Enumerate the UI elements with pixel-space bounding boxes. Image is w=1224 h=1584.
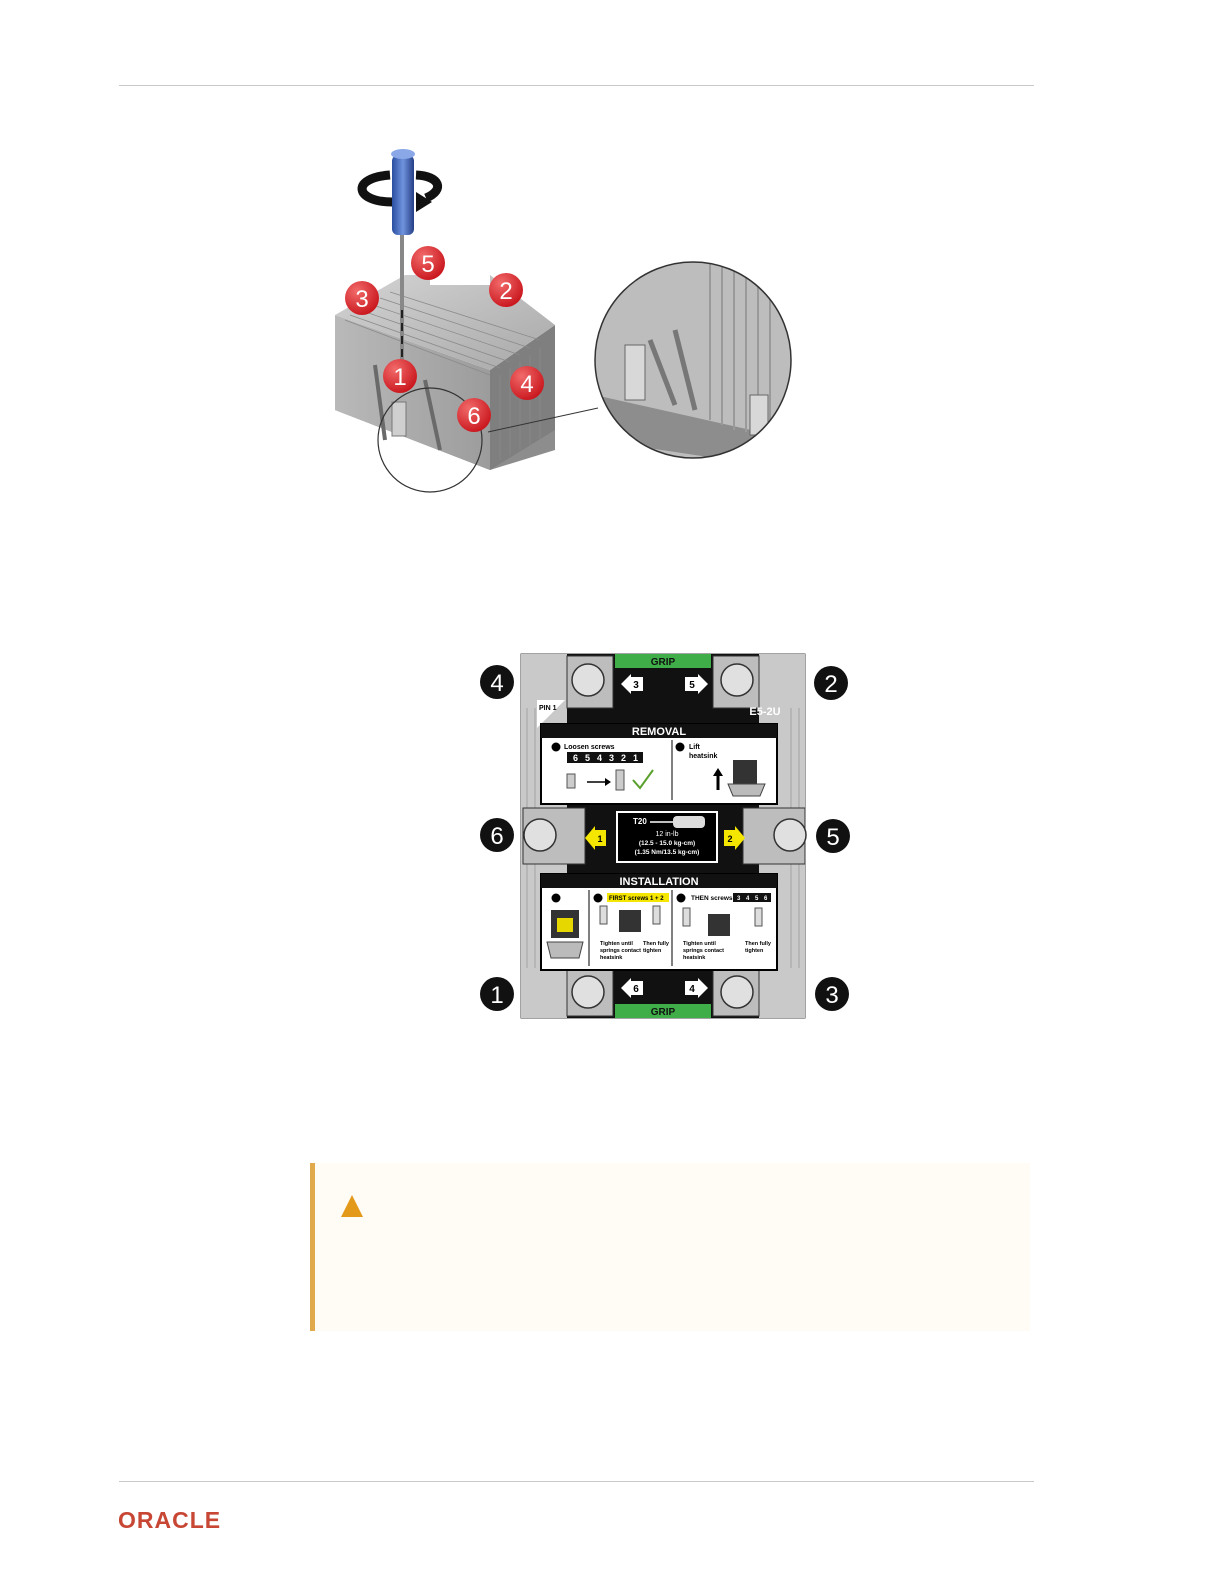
rotate-arrow-icon: [357, 170, 393, 207]
callout-5: 5: [816, 819, 850, 853]
svg-text:3: 3: [355, 286, 368, 313]
svg-text:4: 4: [520, 371, 533, 398]
callout-5: 5: [411, 246, 445, 280]
arrow-3: 3: [621, 674, 643, 694]
svg-text:E5-2U: E5-2U: [749, 706, 780, 718]
svg-text:2: 2: [499, 278, 512, 305]
svg-text:4: 4: [746, 896, 750, 902]
callout-4: 4: [510, 366, 544, 400]
svg-text:4: 4: [597, 753, 602, 763]
svg-text:tighten: tighten: [745, 948, 764, 954]
svg-text:PIN 1: PIN 1: [539, 705, 557, 712]
svg-text:3: 3: [825, 982, 838, 1009]
heatsink-screwdriver-illustration: 1 2 3 4 5 6: [335, 149, 792, 493]
zoom-source-circle: [377, 387, 483, 493]
svg-text:5: 5: [421, 251, 434, 278]
svg-text:12 in-lb: 12 in-lb: [656, 831, 679, 838]
svg-text:Tighten until: Tighten until: [600, 941, 633, 947]
svg-text:3: 3: [633, 680, 639, 691]
svg-text:tighten: tighten: [643, 948, 662, 954]
svg-text:2: 2: [621, 753, 626, 763]
svg-text:heatsink: heatsink: [600, 955, 623, 961]
callout-3: 3: [815, 977, 849, 1011]
callout-1: 1: [383, 359, 417, 393]
svg-text:6: 6: [573, 753, 578, 763]
svg-text:1: 1: [633, 753, 638, 763]
svg-text:Tighten until: Tighten until: [683, 941, 716, 947]
svg-text:2: 2: [824, 671, 837, 698]
svg-text:1: 1: [490, 982, 503, 1009]
svg-text:Lift: Lift: [689, 744, 701, 751]
svg-text:5: 5: [689, 680, 695, 691]
callout-6: 6: [480, 818, 514, 852]
grip-top: [615, 654, 711, 668]
svg-text:4: 4: [689, 984, 695, 995]
heatsink-front-face: [335, 315, 490, 470]
arrow-6: 6: [621, 978, 643, 998]
svg-text:3: 3: [609, 753, 614, 763]
svg-text:GRIP: GRIP: [651, 657, 676, 668]
svg-text:6: 6: [764, 896, 768, 902]
svg-text:REMOVAL: REMOVAL: [632, 726, 686, 738]
pin1-marker: [537, 700, 565, 728]
svg-text:Loosen screws: Loosen screws: [564, 744, 615, 751]
svg-text:6: 6: [490, 823, 503, 850]
svg-text:6: 6: [467, 403, 480, 430]
svg-text:springs contact: springs contact: [683, 948, 724, 954]
callout-2: 2: [814, 666, 848, 700]
svg-text:5: 5: [826, 824, 839, 851]
svg-text:heatsink: heatsink: [689, 753, 718, 760]
arrow-1: 1: [585, 826, 606, 850]
header-rule: [119, 85, 1034, 86]
callout-4: 4: [480, 665, 514, 699]
removal-panel: REMOVAL Loosen screws 6 5 4 3 2 1 Lift h…: [540, 723, 778, 805]
oracle-logo: ORACLE: [118, 1507, 222, 1533]
svg-text:THEN screws: THEN screws: [691, 895, 733, 902]
svg-text:1: 1: [393, 364, 406, 391]
svg-text:T20: T20: [633, 817, 647, 826]
svg-text:GRIP: GRIP: [651, 1007, 676, 1018]
callout-3: 3: [345, 281, 379, 315]
arrow-5: 5: [685, 674, 708, 694]
callout-6: 6: [457, 398, 491, 432]
svg-text:5: 5: [755, 896, 759, 902]
heatsink-label-diagram: GRIP GRIP 3 5 6 4 PIN 1 E5-2U REMOVAL Lo…: [480, 653, 850, 1019]
svg-text:(12.5 - 15.0 kg-cm): (12.5 - 15.0 kg-cm): [639, 840, 695, 847]
svg-text:5: 5: [585, 753, 590, 763]
svg-text:Then fully: Then fully: [745, 941, 772, 947]
svg-text:4: 4: [490, 670, 503, 697]
grip-bottom: [615, 1004, 711, 1018]
arrow-2: 2: [724, 826, 745, 850]
warning-icon: [341, 1195, 363, 1217]
svg-text:6: 6: [633, 984, 639, 995]
svg-text:INSTALLATION: INSTALLATION: [619, 876, 698, 888]
caution-box: [310, 1163, 1030, 1331]
svg-text:springs contact: springs contact: [600, 948, 641, 954]
svg-text:3: 3: [737, 896, 741, 902]
footer-rule: [119, 1481, 1034, 1482]
screw-icon: [523, 663, 807, 1009]
svg-text:FIRST screws 1 + 2: FIRST screws 1 + 2: [609, 896, 664, 902]
screwdriver-handle: [392, 155, 414, 235]
checkmark-icon: [632, 769, 654, 790]
arrow-4: 4: [685, 978, 708, 998]
svg-text:2: 2: [727, 834, 732, 844]
callout-2: 2: [489, 273, 523, 307]
callout-1: 1: [480, 977, 514, 1011]
svg-text:heatsink: heatsink: [683, 955, 706, 961]
installation-panel: INSTALLATION FIRST screws 1 + 2 Tighten …: [540, 873, 778, 971]
screwdriver-icon: [673, 816, 705, 828]
svg-text:1: 1: [597, 834, 602, 844]
torque-spec: T20 12 in-lb (12.5 - 15.0 kg-cm) (1.35 N…: [616, 811, 718, 863]
zoom-inset: [594, 261, 792, 459]
svg-text:(1.35 Nm/13.5 kg-cm): (1.35 Nm/13.5 kg-cm): [635, 849, 700, 856]
svg-text:Then fully: Then fully: [643, 941, 670, 947]
